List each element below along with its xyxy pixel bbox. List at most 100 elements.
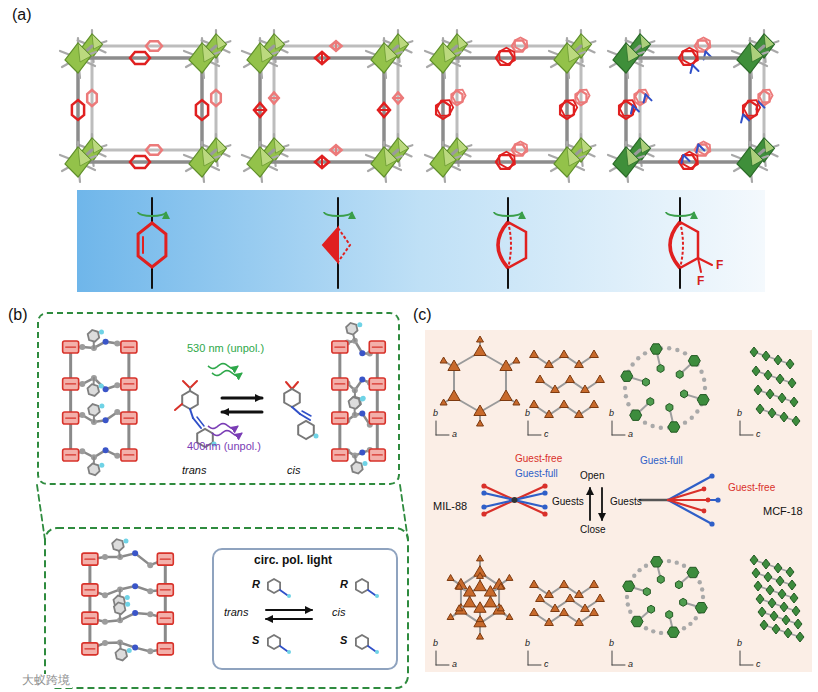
figure-part xyxy=(212,431,242,436)
figure-part xyxy=(362,461,367,466)
figure-part xyxy=(702,487,707,492)
figure-part xyxy=(66,346,76,347)
axis-indicator xyxy=(740,421,753,435)
figure-part xyxy=(335,454,345,455)
figure-part xyxy=(536,594,545,602)
figure-part xyxy=(613,147,639,177)
axis-indicator xyxy=(528,421,541,435)
node-text: c xyxy=(544,429,549,439)
figure-part xyxy=(566,594,575,602)
figure-part xyxy=(92,45,216,48)
figure-part xyxy=(376,347,379,455)
node-text: trans xyxy=(182,464,206,477)
figure-part xyxy=(513,399,520,405)
figure-part xyxy=(528,651,529,665)
node-text: circ. pol. light xyxy=(254,554,332,568)
figure-part xyxy=(157,643,173,655)
open-close-arrow xyxy=(590,488,602,520)
figure-part xyxy=(542,490,547,495)
figure-part xyxy=(360,396,365,401)
mil88-layer xyxy=(530,350,605,418)
equilibrium-arrow xyxy=(222,398,262,399)
figure-part xyxy=(269,97,279,99)
figure-part xyxy=(612,421,613,435)
figure-part xyxy=(613,43,639,73)
figure-part xyxy=(208,424,238,429)
figure-part xyxy=(477,616,484,622)
figure-part xyxy=(623,581,635,591)
figure-part xyxy=(103,339,109,345)
figure-part xyxy=(268,635,280,649)
figure-part xyxy=(693,65,699,71)
molecule-sketch xyxy=(356,579,379,598)
figure-part xyxy=(576,90,589,103)
figure-part xyxy=(670,222,680,268)
figure-part xyxy=(764,138,774,153)
node-text: a xyxy=(628,659,633,669)
figure-part xyxy=(260,147,273,166)
figure-part xyxy=(786,567,794,577)
figure-part xyxy=(443,160,567,164)
node-text: a xyxy=(628,429,633,439)
figure-part xyxy=(315,156,329,168)
node-text: Guest-full xyxy=(640,455,683,467)
figure-part xyxy=(448,390,460,401)
figure-part xyxy=(612,651,613,665)
framework-structure xyxy=(82,539,173,661)
light-wave xyxy=(212,431,242,436)
figure-part xyxy=(82,612,98,624)
figure-part xyxy=(560,580,569,588)
figure-part xyxy=(560,608,569,616)
figure-part xyxy=(371,43,397,73)
figure-part xyxy=(484,493,545,507)
figure-part xyxy=(542,504,547,509)
figure-part xyxy=(66,383,76,384)
figure-part xyxy=(183,381,190,388)
mcf18-layer xyxy=(750,555,804,642)
figure-part xyxy=(700,587,704,591)
figure-part xyxy=(782,615,790,625)
figure-part xyxy=(330,41,341,51)
figure-part xyxy=(359,377,365,383)
figure-part xyxy=(650,344,662,354)
figure-part xyxy=(695,603,707,613)
figure-part xyxy=(756,573,792,585)
figure-part xyxy=(694,616,698,620)
figure-part xyxy=(668,476,712,500)
figure-part xyxy=(683,351,687,355)
figure-part xyxy=(332,378,348,390)
figure-part xyxy=(266,609,312,611)
gradient-band xyxy=(77,190,765,292)
figure-part xyxy=(688,622,692,626)
figure-part xyxy=(196,100,208,120)
figure-part xyxy=(456,46,459,150)
figure-part xyxy=(324,212,352,216)
figure-part xyxy=(668,489,704,500)
figure-part xyxy=(287,594,291,598)
figure-part xyxy=(247,43,273,73)
figure-part xyxy=(78,43,91,62)
node-text: R xyxy=(252,578,260,591)
figure-part xyxy=(551,604,560,612)
figure-part xyxy=(698,580,702,584)
figure-part xyxy=(359,350,365,356)
figure-part xyxy=(284,389,300,407)
figure-part xyxy=(369,449,385,461)
figure-part xyxy=(160,618,170,619)
figure-part xyxy=(659,426,663,430)
figure-part xyxy=(124,454,134,455)
figure-part xyxy=(457,149,581,152)
figure-part xyxy=(752,568,760,578)
figure-part xyxy=(657,365,664,373)
figure-part xyxy=(359,450,365,456)
figure-part xyxy=(375,650,379,654)
figure-part xyxy=(481,504,486,509)
node-text: c xyxy=(756,659,761,669)
equilibrium-arrow xyxy=(266,619,312,620)
figure-part xyxy=(756,404,764,414)
figure-part xyxy=(481,511,486,516)
figure-part xyxy=(90,586,165,595)
figure-part xyxy=(675,348,679,352)
figure-part xyxy=(528,665,541,666)
